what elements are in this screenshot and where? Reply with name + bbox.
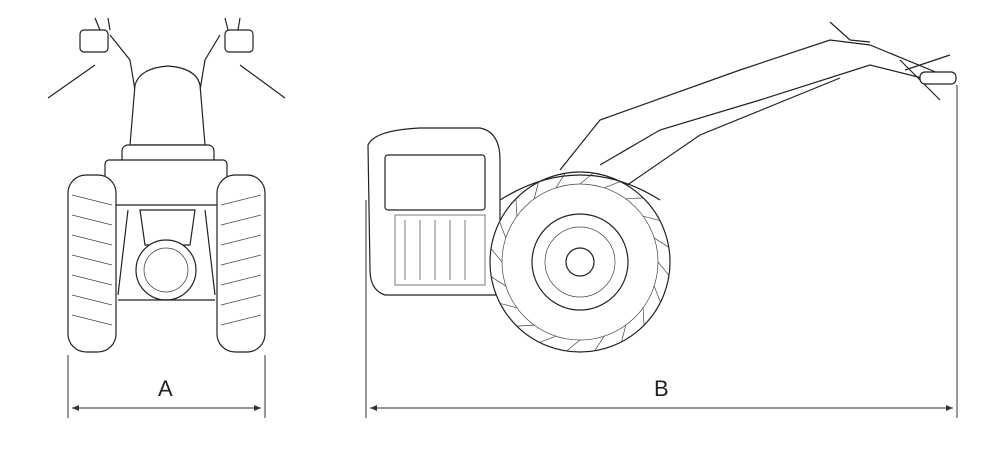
tire-tread (594, 335, 605, 351)
tire-tread (516, 324, 535, 327)
tire-tread (643, 215, 660, 221)
tire-tread (490, 248, 503, 263)
tire-tread (657, 261, 670, 276)
tire-tread (539, 335, 557, 343)
tire-tread (491, 276, 507, 287)
tire-tread (533, 182, 539, 199)
tire-tread (499, 221, 507, 239)
tire-tread (653, 285, 661, 303)
tire-tread (579, 172, 594, 185)
dimension-label-b: B (654, 376, 669, 401)
tire-tread (621, 325, 627, 342)
tire-tread (653, 237, 669, 248)
tire-tread (625, 197, 644, 200)
tire-tread (642, 307, 645, 326)
front-view (47, 17, 286, 353)
tire-tread (515, 198, 518, 217)
dimension-lines (67, 85, 958, 418)
tire-tread (500, 303, 517, 309)
tire-tread (603, 181, 621, 189)
dimension-label-a: A (158, 376, 173, 401)
side-view (367, 21, 957, 353)
tire-tread (566, 339, 581, 352)
